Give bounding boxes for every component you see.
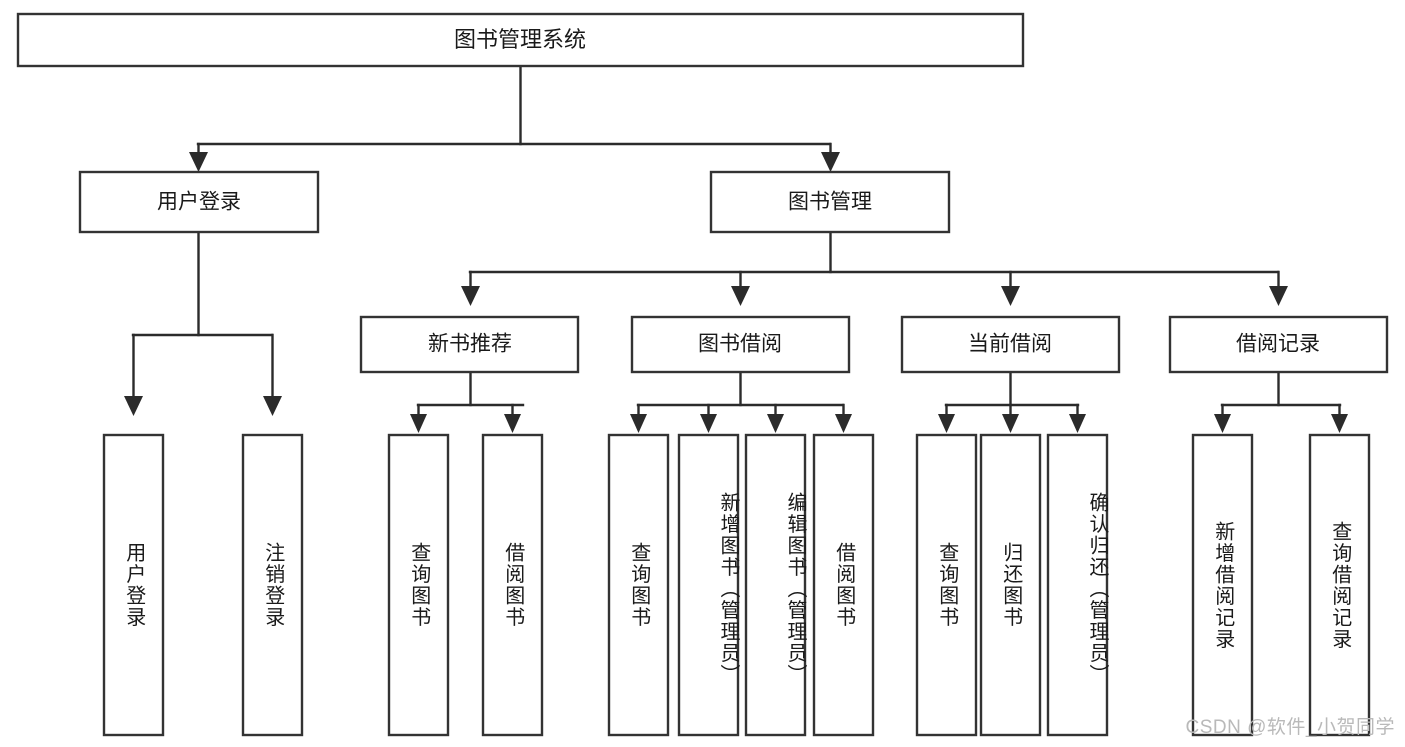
arrow-manage-child-2 [731, 286, 750, 306]
arrow-current-leaf-3 [1069, 414, 1086, 433]
node-book-borrow-label: 图书借阅 [698, 333, 782, 356]
arrow-manage-child-1 [461, 286, 480, 306]
leaf-box-borrow-1[interactable] [607, 433, 670, 737]
arrow-login-leaf-1 [124, 396, 143, 416]
node-book-manage-label: 图书管理 [788, 191, 872, 214]
node-root-label: 图书管理系统 [454, 27, 586, 52]
node-user-login-label: 用户登录 [157, 191, 241, 214]
node-new-book-recommend-box[interactable] [359, 315, 580, 374]
leaf-box-borrow-4[interactable] [812, 433, 875, 737]
arrow-root-to-login [189, 152, 208, 172]
arrow-current-leaf-2 [1002, 414, 1019, 433]
node-book-borrow[interactable]: 图书借阅 [630, 315, 851, 374]
node-current-borrow-box[interactable] [900, 315, 1121, 374]
arrow-recommend-leaf-2 [504, 414, 521, 433]
arrow-borrow-leaf-4 [835, 414, 852, 433]
connector-layer [124, 64, 1348, 433]
arrow-record-leaf-2 [1331, 414, 1348, 433]
node-book-manage[interactable]: 图书管理 [709, 170, 951, 234]
leaf-box-user-login-1[interactable] [102, 433, 165, 737]
arrow-borrow-leaf-1 [630, 414, 647, 433]
node-root[interactable]: 图书管理系统 [16, 12, 1025, 68]
arrow-current-leaf-1 [938, 414, 955, 433]
watermark-text: CSDN @软件_小贺同学 [1185, 717, 1395, 738]
leaf-box-borrow-3[interactable] [744, 433, 807, 737]
node-book-manage-box[interactable] [709, 170, 951, 234]
arrow-record-leaf-1 [1214, 414, 1231, 433]
leaf-box-current-3[interactable] [1046, 433, 1109, 737]
node-user-login-box[interactable] [78, 170, 320, 234]
arrow-login-leaf-2 [263, 396, 282, 416]
node-book-borrow-box[interactable] [630, 315, 851, 374]
leaf-box-record-1[interactable] [1191, 433, 1254, 737]
node-borrow-record-box[interactable] [1168, 315, 1389, 374]
leaf-box-recommend-1[interactable] [387, 433, 450, 737]
node-borrow-record-label: 借阅记录 [1236, 333, 1320, 356]
leaf-box-recommend-2[interactable] [481, 433, 544, 737]
leaf-box-borrow-2[interactable] [677, 433, 740, 737]
arrow-manage-child-4 [1269, 286, 1288, 306]
node-current-borrow-label: 当前借阅 [968, 333, 1052, 356]
leaf-box-record-2[interactable] [1308, 433, 1371, 737]
node-borrow-record[interactable]: 借阅记录 [1168, 315, 1389, 374]
arrow-borrow-leaf-2 [700, 414, 717, 433]
node-new-book-recommend-label: 新书推荐 [428, 333, 512, 356]
leaf-box-current-1[interactable] [915, 433, 978, 737]
node-new-book-recommend[interactable]: 新书推荐 [359, 315, 580, 374]
arrow-root-to-manage [821, 152, 840, 172]
arrow-recommend-leaf-1 [410, 414, 427, 433]
arrow-manage-child-3 [1001, 286, 1020, 306]
arrow-borrow-leaf-3 [767, 414, 784, 433]
node-layer: 图书管理系统 用户登录 图书管理 新书推荐 图书借阅 [16, 12, 1389, 737]
node-user-login[interactable]: 用户登录 [78, 170, 320, 234]
node-root-box[interactable] [16, 12, 1025, 68]
node-current-borrow[interactable]: 当前借阅 [900, 315, 1121, 374]
leaf-box-current-2[interactable] [979, 433, 1042, 737]
leaf-box-user-login-2[interactable] [241, 433, 304, 737]
